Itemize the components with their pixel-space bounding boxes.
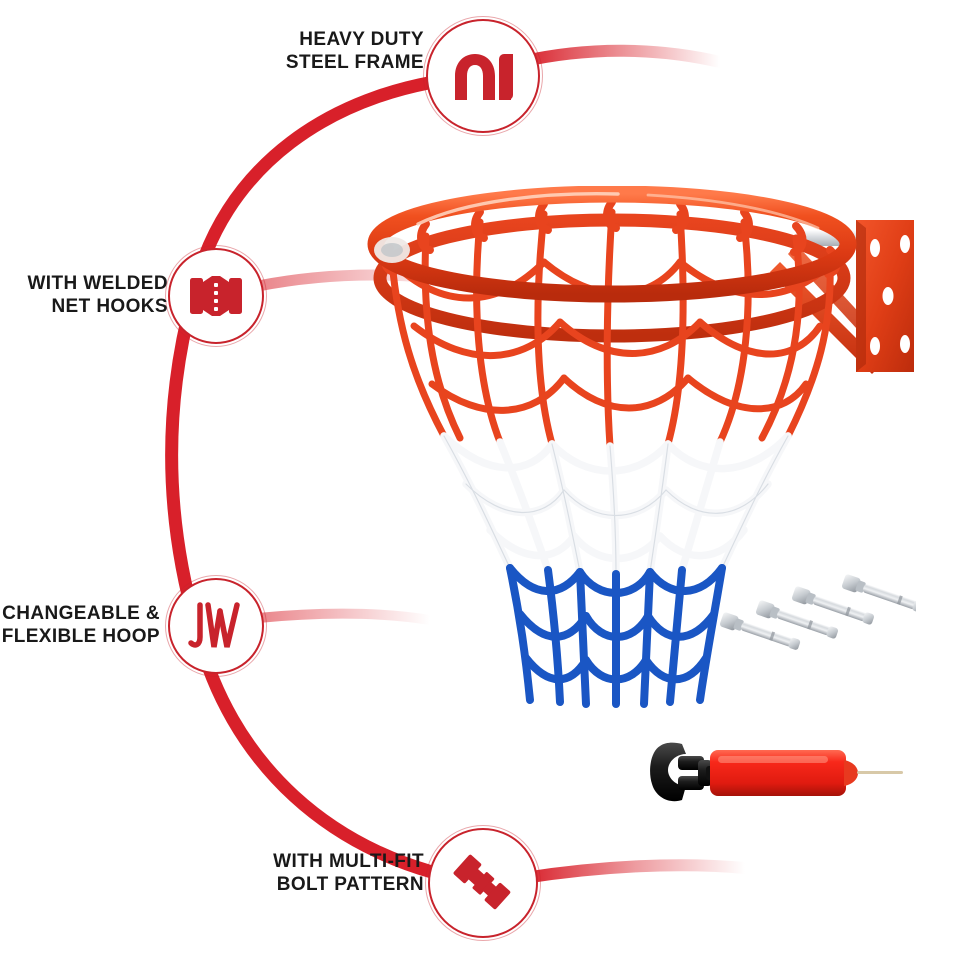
callout-label-changeable-flexible-hoop: CHANGEABLE & FLEXIBLE HOOP: [1, 603, 160, 648]
badge-with-welded-net-hooks[interactable]: [165, 245, 267, 347]
expansion-anchor-bolts: [719, 574, 916, 650]
badge-heavy-duty-steel-frame[interactable]: [423, 16, 543, 136]
pump-handle: [650, 742, 712, 802]
callout-label-with-multi-fit-bolt-pattern: WITH MULTI-FIT BOLT PATTERN: [273, 851, 424, 896]
hand-air-pump: [650, 742, 903, 802]
net-blue-section: [506, 564, 726, 708]
mounting-plate: [856, 220, 914, 372]
net-white-section: [440, 432, 792, 578]
callout-label-heavy-duty-steel-frame: HEAVY DUTY STEEL FRAME: [285, 29, 424, 74]
callout-label-with-welded-net-hooks: WITH WELDED NET HOOKS: [27, 273, 168, 318]
net-red-section: [388, 208, 834, 450]
rim-highlight-left: [416, 192, 620, 226]
anchor-bolt: [719, 612, 801, 650]
pump-needle: [857, 771, 903, 774]
badge-changeable-flexible-hoop[interactable]: [165, 575, 267, 677]
anchor-bolt: [755, 600, 839, 639]
badge-with-multi-fit-bolt-pattern[interactable]: [425, 825, 541, 941]
basketball-rim-and-net: [367, 186, 914, 708]
welded-net-hooks: [381, 198, 841, 278]
rim-highlight-right: [646, 193, 820, 230]
anchor-bolt: [841, 574, 916, 613]
pump-nozzle: [844, 760, 858, 786]
pump-body-highlight: [718, 756, 828, 763]
anchor-bolt: [791, 586, 875, 625]
